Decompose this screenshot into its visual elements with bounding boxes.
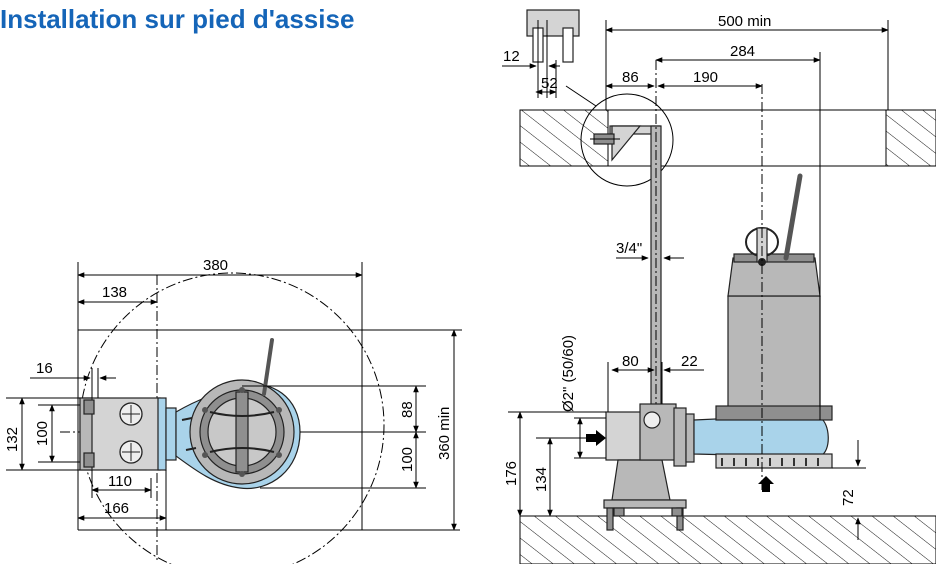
floor-slab — [519, 515, 936, 564]
top-view: 380 138 16 132 100 110 166 88 — [4, 257, 462, 564]
dim-360-min: 360 min — [436, 407, 453, 460]
dim-12: 12 — [503, 48, 520, 65]
side-view: 500 min 284 12 86 190 52 3/4" 80 22 Ø2" … — [502, 9, 936, 564]
dim-134: 134 — [533, 467, 550, 492]
dim-132: 132 — [4, 427, 21, 452]
dim-138: 138 — [102, 284, 127, 301]
dim-80: 80 — [622, 353, 639, 370]
dim-284: 284 — [730, 43, 755, 60]
dim-110: 110 — [108, 473, 132, 490]
dim-16: 16 — [36, 360, 53, 377]
dim-100-right: 100 — [399, 447, 416, 472]
pump-handle — [783, 173, 803, 261]
dim-22: 22 — [681, 353, 698, 370]
dim-52: 52 — [541, 75, 558, 92]
page-title: Installation sur pied d'assise — [0, 4, 355, 34]
inlet-arrow — [758, 476, 774, 492]
ceiling-slab — [519, 109, 609, 167]
dim-380: 380 — [203, 257, 228, 274]
dim-166: 166 — [104, 500, 129, 517]
discharge-pipe — [693, 415, 829, 457]
dim-88: 88 — [399, 401, 416, 418]
dim-86: 86 — [622, 69, 639, 86]
dim-72: 72 — [840, 489, 857, 506]
dim-500-min: 500 min — [718, 13, 771, 30]
pipe-size: 3/4" — [616, 240, 642, 257]
dim-176: 176 — [503, 461, 520, 486]
detail-circle — [580, 93, 674, 187]
outlet-arrow — [586, 430, 606, 446]
dim-190: 190 — [693, 69, 718, 86]
lifting-handle — [262, 338, 274, 396]
pump-motor — [727, 295, 821, 417]
dim-100: 100 — [34, 421, 51, 446]
outlet-size: Ø2" (50/60) — [560, 335, 577, 412]
